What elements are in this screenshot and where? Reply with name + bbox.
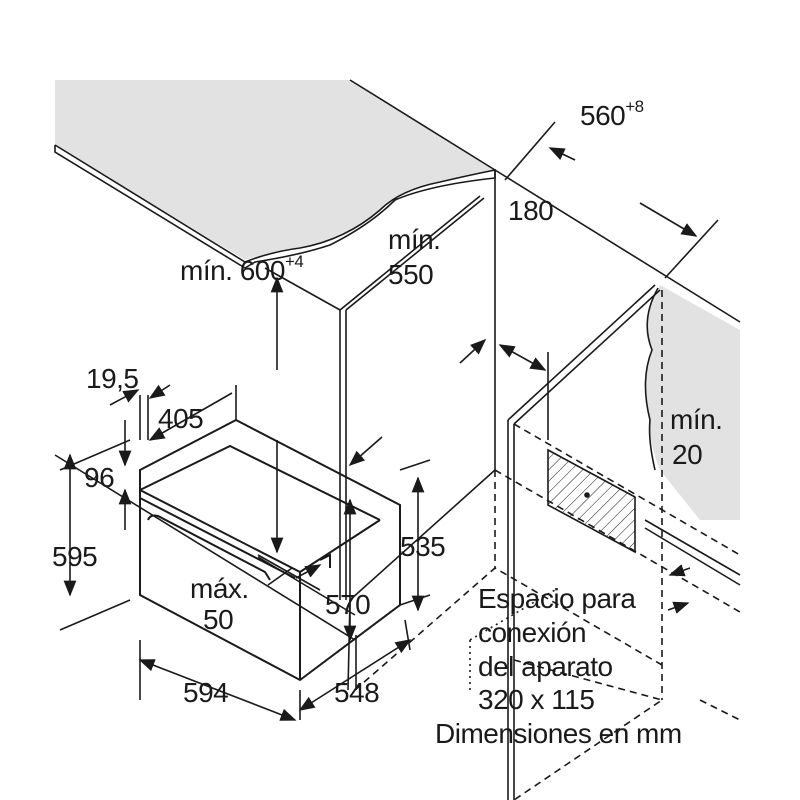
- dim-handle-max: 50: [203, 604, 234, 635]
- dim-side-min-label: mín.: [670, 404, 723, 435]
- dim-height-min: mín. 600+4: [180, 253, 304, 286]
- dim-front-offset: 19,5: [86, 363, 139, 394]
- connection-area: [547, 448, 636, 554]
- dim-value: mín. 600: [180, 255, 285, 286]
- dim-value: 560: [580, 100, 626, 131]
- countertop-left: [55, 80, 495, 260]
- dim-inner-height: 535: [400, 531, 446, 562]
- note-line-4: 320 x 115: [478, 684, 595, 715]
- dim-cabinet-width: 560+8: [580, 98, 644, 131]
- dim-tolerance: +8: [625, 97, 644, 116]
- dim-depth-min-label: mín.: [388, 224, 441, 255]
- dim-handle-label: máx.: [190, 573, 249, 604]
- dim-depth-min: 550: [388, 259, 434, 290]
- dim-side-min: 20: [672, 439, 703, 470]
- dim-door-depth: 405: [158, 403, 204, 434]
- dim-oven-height: 595: [52, 541, 98, 572]
- note-line-2: conexión: [478, 617, 587, 648]
- dim-top-gap: 96: [84, 462, 115, 493]
- units-note: Dimensiones en mm: [435, 718, 682, 749]
- countertop-right: [645, 285, 740, 520]
- dim-rear-clearance: 180: [508, 195, 554, 226]
- oven: [139, 418, 401, 682]
- dim-tolerance: +4: [284, 252, 304, 271]
- dim-oven-width: 594: [183, 677, 229, 708]
- note-line-1: Espacio para: [478, 583, 636, 614]
- dim-oven-depth: 548: [334, 677, 380, 708]
- dim-niche-height: 570: [325, 589, 371, 620]
- note-line-3: del aparato: [478, 651, 613, 682]
